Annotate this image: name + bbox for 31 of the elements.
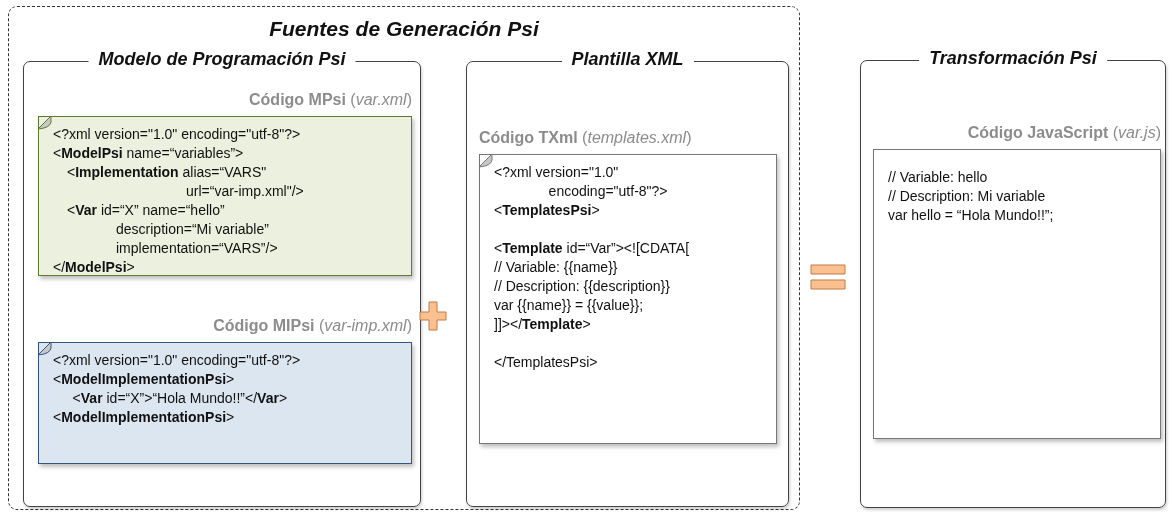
code-line: // Description: Mi variable <box>888 187 1046 206</box>
code-line: <Var id=“X” name=“hello” <box>66 201 225 220</box>
code-line: <TemplatesPsi> <box>494 201 600 220</box>
file-label: Código TXml (templates.xml) <box>479 128 693 148</box>
code-line: <ModelImplementationPsi> <box>53 370 235 389</box>
code-line: var {{name}} = {{value}}; <box>494 296 644 315</box>
code-line: ]]></Template> <box>494 315 591 334</box>
code-line: // Description: {{description}} <box>494 277 670 296</box>
panel-title: Modelo de Programación Psi <box>88 49 356 70</box>
code-line: <?xml version="1.0" encoding="utf-8"?> <box>53 351 301 370</box>
code-line: <ModelImplementationPsi> <box>53 408 235 427</box>
code-line: </ModelPsi> <box>53 258 135 277</box>
file-label: Código JavaScript (var.js) <box>966 123 1161 143</box>
code-line: <?xml version="1.0" encoding="utf-8"?> <box>53 125 301 144</box>
code-line: url=“var-imp.xml"/> <box>185 182 304 201</box>
file-label: Código MPsi (var.xml) <box>248 90 412 110</box>
code-line: // Variable: {{name}} <box>494 258 618 277</box>
code-line: implementation=“VARS”/> <box>115 239 278 258</box>
code-line: description=“Mi variable” <box>115 220 269 239</box>
dashed-group-frame <box>8 6 800 510</box>
file-label: Código MIPsi (var-imp.xml) <box>212 316 412 336</box>
code-line: <Var id=“X”>“Hola Mundo!!”</Var> <box>71 389 288 408</box>
code-line: <Template id=“Var”><![CDATA[ <box>494 239 690 258</box>
code-line: <ModelPsi name=“variables”> <box>53 144 244 163</box>
code-line: var hello = “Hola Mundo!!”; <box>888 206 1054 225</box>
code-line: <?xml version="1.0" <box>494 163 619 182</box>
code-line: <Implementation alias=“VARS" <box>66 163 267 182</box>
group-title: Fuentes de Generación Psi <box>268 17 540 41</box>
code-line: encoding="utf-8"?> <box>547 182 668 201</box>
code-line: </TemplatesPsi> <box>494 353 598 372</box>
code-line: // Variable: hello <box>888 168 988 187</box>
